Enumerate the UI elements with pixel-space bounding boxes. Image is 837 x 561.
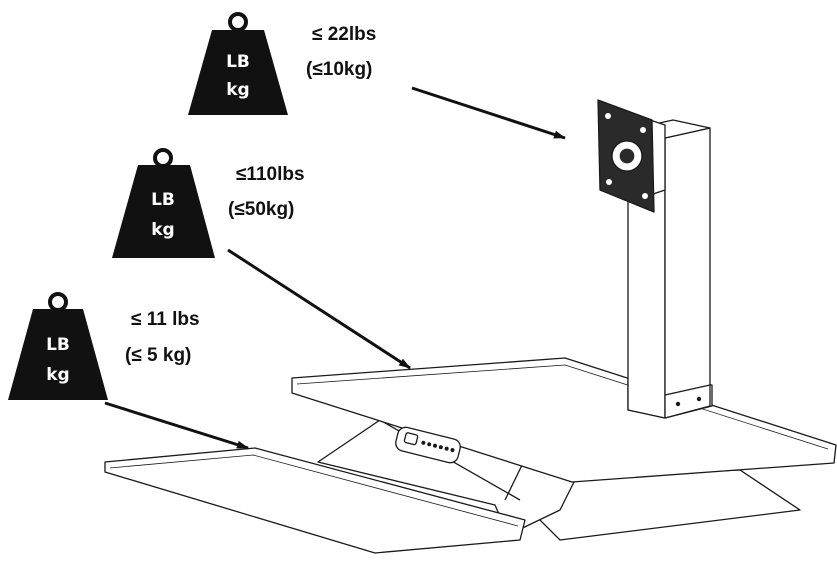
pointer-arrows	[104, 86, 566, 450]
limit-kg: (≤50kg)	[228, 199, 294, 220]
svg-text:LB: LB	[46, 335, 70, 355]
limit-lbs: ≤110lbs	[236, 164, 305, 185]
arrow-icon	[411, 86, 566, 140]
arrow-icon	[227, 248, 411, 370]
svg-text:LB: LB	[151, 190, 175, 210]
vesa-mount	[597, 99, 666, 213]
limit-kg: (≤ 5 kg)	[125, 345, 191, 366]
monitor-weight-limit: LB kg ≤ 22lbs (≤10kg)	[188, 12, 376, 115]
standing-desk-converter-illustration	[104, 99, 837, 554]
kettlebell-weight-icon: LB kg	[8, 292, 108, 400]
keyboard-tray-weight-limit: LB kg ≤ 11 lbs (≤ 5 kg)	[8, 292, 200, 400]
kettlebell-weight-icon: LB kg	[188, 12, 288, 115]
svg-text:kg: kg	[226, 80, 249, 100]
work-surface-weight-limit: LB kg ≤110lbs (≤50kg)	[112, 148, 305, 258]
work-surface	[291, 357, 837, 483]
control-panel	[395, 426, 461, 464]
svg-text:kg: kg	[46, 365, 69, 385]
limit-lbs: ≤ 22lbs	[312, 24, 376, 45]
svg-text:LB: LB	[226, 52, 250, 72]
keyboard-tray	[104, 447, 526, 554]
limit-kg: (≤10kg)	[306, 59, 372, 80]
kettlebell-weight-icon: LB kg	[112, 148, 215, 258]
limit-lbs: ≤ 11 lbs	[131, 309, 200, 330]
svg-text:kg: kg	[151, 220, 174, 240]
arrow-icon	[104, 401, 249, 450]
